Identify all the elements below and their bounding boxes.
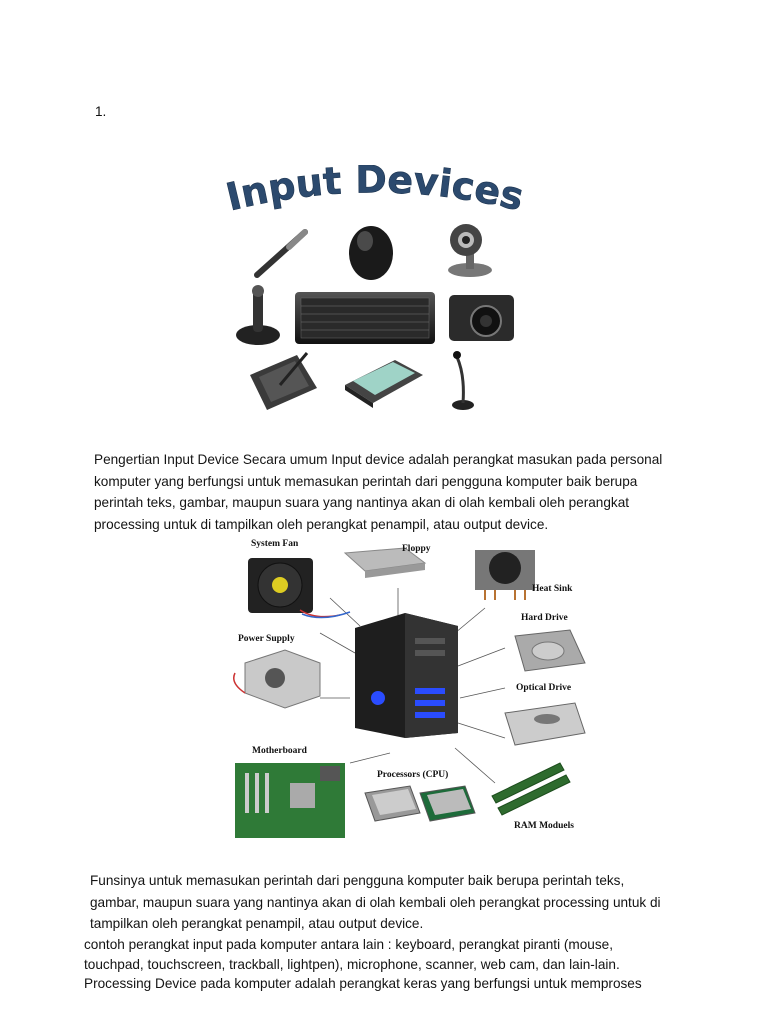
scanner-icon	[345, 360, 423, 408]
power-supply-icon	[233, 649, 321, 709]
text-line: touchpad, touchscreen, trackball, lightp…	[84, 956, 620, 972]
webcam-icon	[448, 224, 492, 277]
floppy-drive-icon	[343, 547, 427, 578]
text-line: tampilkan oleh perangkat penampil, atau …	[90, 916, 424, 931]
input-devices-title: Input Devices	[225, 165, 525, 219]
text-line: Funsinya untuk memasukan perintah dari p…	[90, 873, 625, 888]
list-number: 1.	[95, 104, 107, 119]
computer-tower-icon	[355, 613, 458, 738]
text-line: Processing Device pada komputer adalah p…	[84, 976, 642, 991]
keyboard-icon	[295, 292, 435, 344]
microphone-icon	[452, 351, 474, 410]
label-power-supply: Power Supply	[238, 634, 295, 644]
label-optical-drive: Optical Drive	[516, 683, 572, 693]
optical-drive-icon	[504, 702, 586, 746]
label-hard-drive: Hard Drive	[521, 613, 568, 623]
input-devices-figure: Input Devices	[222, 157, 528, 415]
camera-icon	[449, 295, 514, 341]
label-ram-modules: RAM Moduels	[514, 821, 574, 831]
hard-drive-icon	[514, 629, 586, 672]
label-processors: Processors (CPU)	[377, 770, 449, 780]
lightpen-icon	[254, 229, 308, 278]
mouse-icon	[349, 226, 393, 280]
label-heat-sink: Heat Sink	[532, 584, 573, 594]
graphics-tablet-icon	[250, 352, 317, 410]
text-line: contoh perangkat input pada komputer ant…	[84, 937, 613, 952]
text-line: gambar, maupun suara yang nantinya akan …	[90, 894, 661, 910]
paragraph-examples: contoh perangkat input pada komputer ant…	[84, 935, 734, 994]
joystick-icon	[236, 285, 280, 345]
label-motherboard: Motherboard	[252, 746, 307, 756]
text-line: Pengertian Input Device Secara umum Inpu…	[94, 452, 663, 467]
computer-components-figure: System Fan Floppy Heat Sink Hard Drive P…	[230, 538, 595, 843]
motherboard-icon	[235, 763, 345, 838]
ram-modules-icon	[491, 762, 571, 816]
paragraph-input-device-definition: Pengertian Input Device Secara umum Inpu…	[94, 449, 714, 535]
system-fan-icon	[248, 558, 351, 619]
text-line: perintah teks, gambar, maupun suara yang…	[94, 495, 630, 510]
label-system-fan: System Fan	[251, 539, 299, 549]
cpu-icon	[364, 785, 476, 822]
paragraph-function: Funsinya untuk memasukan perintah dari p…	[90, 870, 730, 935]
text-line: komputer yang berfungsi untuk memasukan …	[94, 473, 638, 489]
label-floppy: Floppy	[402, 544, 431, 554]
heat-sink-icon	[475, 550, 535, 600]
text-line: processing untuk di tampilkan oleh peran…	[94, 516, 549, 532]
